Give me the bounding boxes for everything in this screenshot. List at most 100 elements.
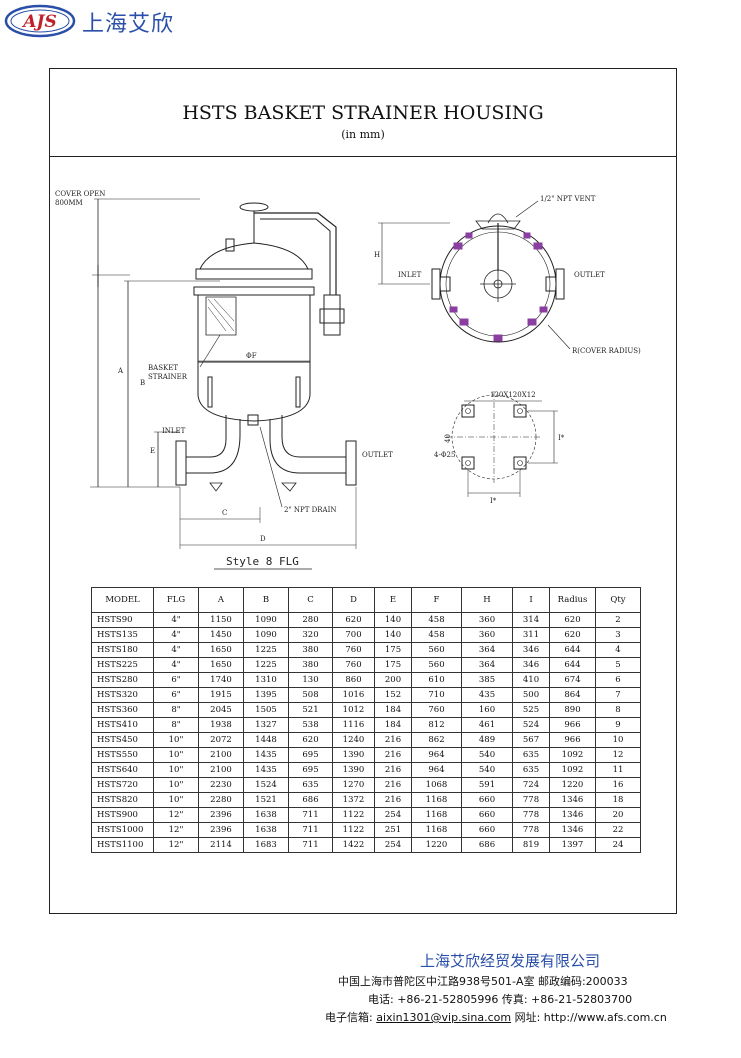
table-cell: 4" [153,642,199,658]
table-cell: 686 [461,837,513,853]
dim-c-label: C [222,509,227,517]
table-cell: 2280 [198,792,244,808]
table-cell: 130 [288,672,333,688]
email-label: 电子信箱: [325,1011,377,1024]
table-cell: 6 [595,672,641,688]
column-header: MODEL [91,587,154,613]
table-cell: 1390 [332,762,375,778]
technical-drawing: A B E COVER OPEN 800MM BASKET STRAINER Φ… [55,190,641,570]
table-cell: 1090 [243,612,289,628]
table-cell: 216 [374,777,412,793]
table-cell: 660 [461,822,513,838]
table-cell: 175 [374,657,412,673]
table-cell: 964 [411,762,462,778]
table-cell: 508 [288,687,333,703]
table-cell: 860 [332,672,375,688]
table-cell: 711 [288,807,333,823]
column-header: Radius [549,587,596,613]
table-cell: 461 [461,717,513,733]
table-cell: 1448 [243,732,289,748]
outlet-label: OUTLET [362,451,393,459]
table-cell: 4" [153,627,199,643]
table-cell: 160 [461,702,513,718]
table-cell: 1310 [243,672,289,688]
table-cell: 311 [512,627,550,643]
table-cell: 320 [288,627,333,643]
table-cell: 12" [153,822,199,838]
table-cell: 660 [461,807,513,823]
table-cell: 12" [153,807,199,823]
table-cell: 1240 [332,732,375,748]
table-cell: 216 [374,762,412,778]
table-cell: 524 [512,717,550,733]
table-cell: 644 [549,657,596,673]
table-cell: 184 [374,702,412,718]
table-cell: 1390 [332,747,375,763]
table-cell: 864 [549,687,596,703]
cover-open-label: COVER OPEN [55,190,105,198]
table-cell: 966 [549,732,596,748]
model-cell: HSTS360 [91,702,154,718]
column-header: D [332,587,375,613]
document-subtitle: (in mm) [341,128,385,141]
base-plate-detail: 120X120X12 40 4-Φ25 I* I* [434,391,565,505]
table-cell: 2072 [198,732,244,748]
drain-label: 2" NPT DRAIN [284,506,336,514]
table-cell: 12" [153,837,199,853]
table-cell: 1650 [198,642,244,658]
table-cell: 1638 [243,807,289,823]
dim-b-label: B [140,379,145,387]
model-cell: HSTS320 [91,687,154,703]
table-cell: 778 [512,792,550,808]
email-link[interactable]: aixin1301@vip.sina.com [376,1011,512,1024]
column-header: Qty [595,587,641,613]
model-cell: HSTS550 [91,747,154,763]
table-cell: 1116 [332,717,375,733]
table-cell: 1740 [198,672,244,688]
table-cell: 1638 [243,822,289,838]
table-cell: 1915 [198,687,244,703]
brand-name: 上海艾欣 [82,12,175,37]
table-cell: 966 [549,717,596,733]
table-cell: 778 [512,822,550,838]
table-cell: 140 [374,612,412,628]
model-cell: HSTS1000 [91,822,154,838]
website-text[interactable]: 网址: http://www.afs.com.cn [511,1011,667,1024]
table-cell: 890 [549,702,596,718]
table-cell: 635 [512,762,550,778]
table-cell: 1505 [243,702,289,718]
table-cell: 200 [374,672,412,688]
table-cell: 1122 [332,807,375,823]
column-header: E [374,587,412,613]
table-cell: 489 [461,732,513,748]
dim-a-label: A [117,367,124,375]
table-cell: 635 [512,747,550,763]
logo-text: AJS [21,12,57,32]
table-cell: 175 [374,642,412,658]
table-cell: 254 [374,807,412,823]
table-cell: 24 [595,837,641,853]
table-cell: 1168 [411,792,462,808]
table-cell: 314 [512,612,550,628]
table-cell: 2230 [198,777,244,793]
table-cell: 20 [595,807,641,823]
company-address: 中国上海市普陀区中江路938号501-A室 邮政编码:200033 [338,975,628,988]
table-cell: 18 [595,792,641,808]
column-header: I [512,587,550,613]
table-cell: 711 [288,822,333,838]
table-cell: 1521 [243,792,289,808]
table-cell: 11 [595,762,641,778]
table-cell: 1397 [549,837,596,853]
table-cell: 760 [332,657,375,673]
table-cell: 385 [461,672,513,688]
table-cell: 10 [595,732,641,748]
table-cell: 216 [374,792,412,808]
table-cell: 1524 [243,777,289,793]
